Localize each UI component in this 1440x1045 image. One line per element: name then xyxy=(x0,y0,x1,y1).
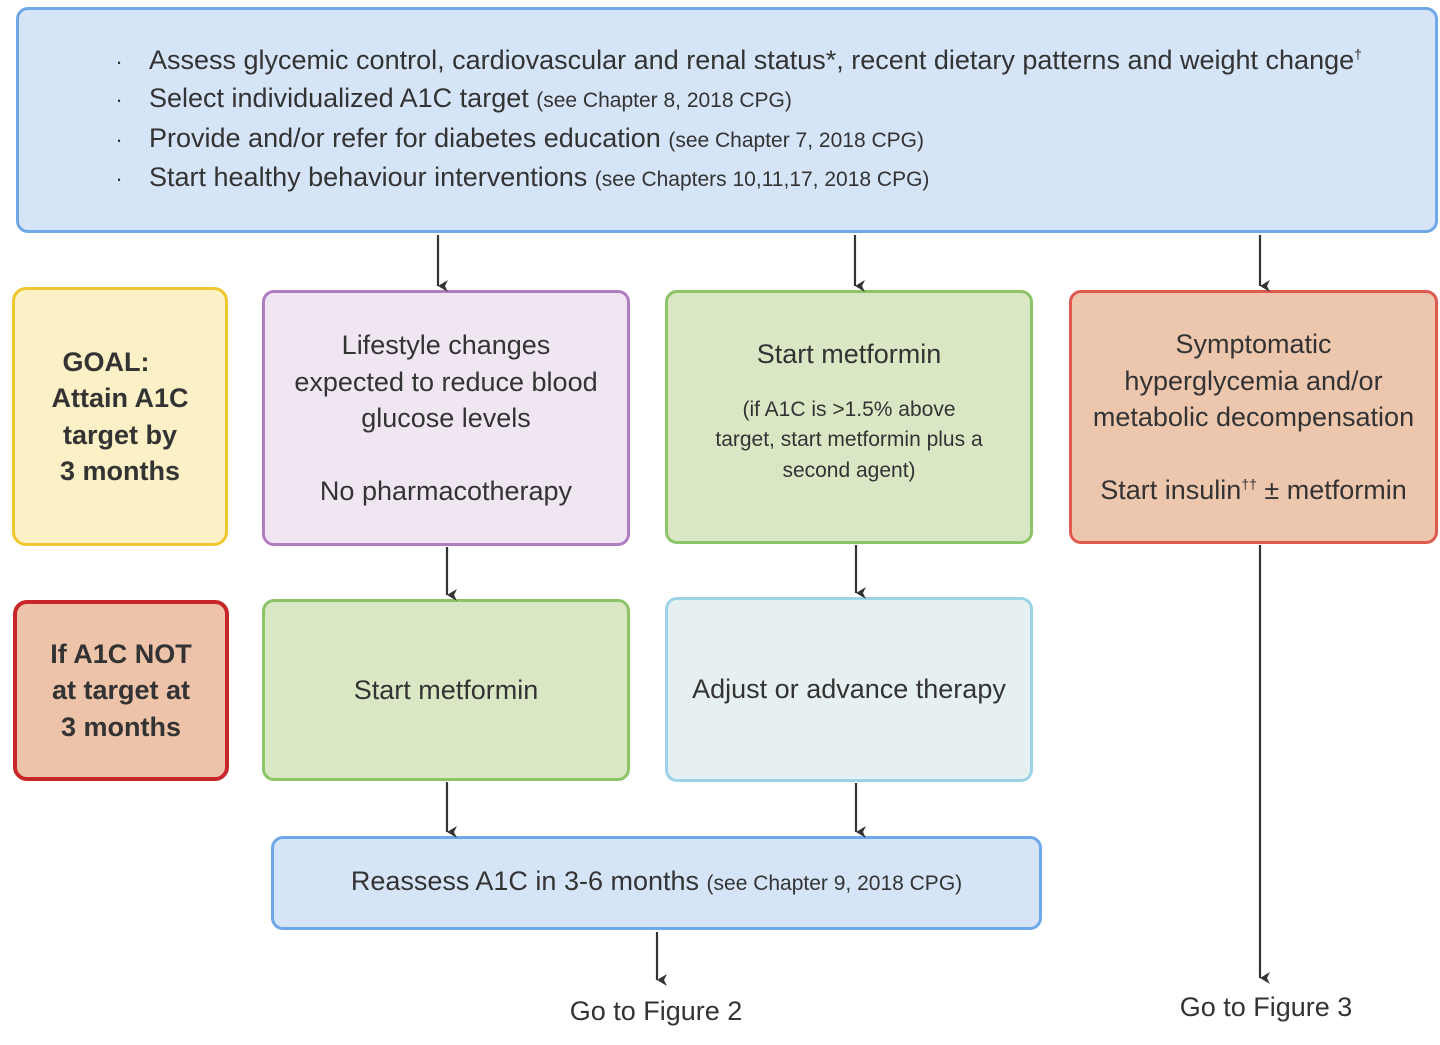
assessment-bullet: · Select individualized A1C target (see … xyxy=(89,80,792,120)
not-at-target-box: If A1C NOT at target at 3 months xyxy=(13,600,229,781)
metformin-note-line: target, start metformin plus a xyxy=(715,428,983,451)
adjust-therapy-label: Adjust or advance therapy xyxy=(692,674,1006,705)
bullet-text: Select individualized A1C target (see Ch… xyxy=(149,83,792,113)
not-at-target-line: at target at xyxy=(51,675,191,706)
go-to-figure-3: Go to Figure 3 xyxy=(1179,992,1353,1022)
start-metformin-box: Start metformin (if A1C is >1.5% above t… xyxy=(665,290,1033,544)
goal-line: target by xyxy=(62,419,178,450)
goal-box: GOAL: Attain A1C target by 3 months xyxy=(12,287,228,546)
lifestyle-note: No pharmacotherapy xyxy=(319,475,573,506)
lifestyle-line: expected to reduce blood xyxy=(294,366,598,397)
start-metformin-followup-box: Start metformin xyxy=(262,599,630,781)
assessment-bullet: · Provide and/or refer for diabetes educ… xyxy=(89,120,924,160)
lifestyle-line: glucose levels xyxy=(361,403,531,433)
metformin-note-line: (if A1C is >1.5% above xyxy=(742,397,956,421)
bullet-text: Assess glycemic control, cardiovascular … xyxy=(149,44,1362,75)
not-at-target-line: If A1C NOT xyxy=(50,638,192,669)
symptomatic-box: Symptomatic hyperglycemia and/or metabol… xyxy=(1069,290,1438,544)
assessment-box: · Assess glycemic control, cardiovascula… xyxy=(16,7,1438,233)
reassess-text: Reassess A1C in 3-6 months (see Chapter … xyxy=(350,866,963,897)
bullet-marker: · xyxy=(115,48,123,74)
bullet-marker: · xyxy=(115,166,123,191)
go-to-figure-2: Go to Figure 2 xyxy=(569,996,743,1026)
goal-line: 3 months xyxy=(59,456,180,486)
goal-line: GOAL: xyxy=(62,346,150,377)
symptomatic-line: hyperglycemia and/or xyxy=(1124,365,1383,396)
assessment-bullet: · Start healthy behaviour interventions … xyxy=(89,159,929,199)
not-at-target-line: 3 months xyxy=(60,711,181,742)
reassess-box: Reassess A1C in 3-6 months (see Chapter … xyxy=(271,836,1042,930)
lifestyle-line: Lifestyle changes xyxy=(341,330,551,360)
symptomatic-line: metabolic decompensation xyxy=(1092,402,1415,432)
lifestyle-box: Lifestyle changes expected to reduce blo… xyxy=(262,290,630,546)
adjust-therapy-box: Adjust or advance therapy xyxy=(665,597,1033,782)
start-insulin-text: Start insulin†† ± metformin xyxy=(1100,474,1407,505)
goal-line: Attain A1C xyxy=(51,383,189,413)
chapter-reference: (see Chapter 9, 2018 CPG) xyxy=(706,872,963,896)
symptomatic-line: Symptomatic xyxy=(1175,329,1332,359)
metformin-note-line: second agent) xyxy=(782,458,916,482)
bullet-text: Provide and/or refer for diabetes educat… xyxy=(149,122,924,153)
chapter-reference: (see Chapters 10,11,17, 2018 CPG) xyxy=(594,168,930,191)
bullet-marker: · xyxy=(115,126,123,152)
start-metformin-title: Start metformin xyxy=(756,339,942,369)
bullet-marker: · xyxy=(115,87,123,112)
bullet-text: Start healthy behaviour interventions (s… xyxy=(149,162,930,192)
start-metformin-label: Start metformin xyxy=(353,674,539,705)
assessment-bullet: · Assess glycemic control, cardiovascula… xyxy=(89,42,1362,81)
chapter-reference: (see Chapter 7, 2018 CPG) xyxy=(668,128,924,152)
chapter-reference: (see Chapter 8, 2018 CPG) xyxy=(536,89,792,112)
